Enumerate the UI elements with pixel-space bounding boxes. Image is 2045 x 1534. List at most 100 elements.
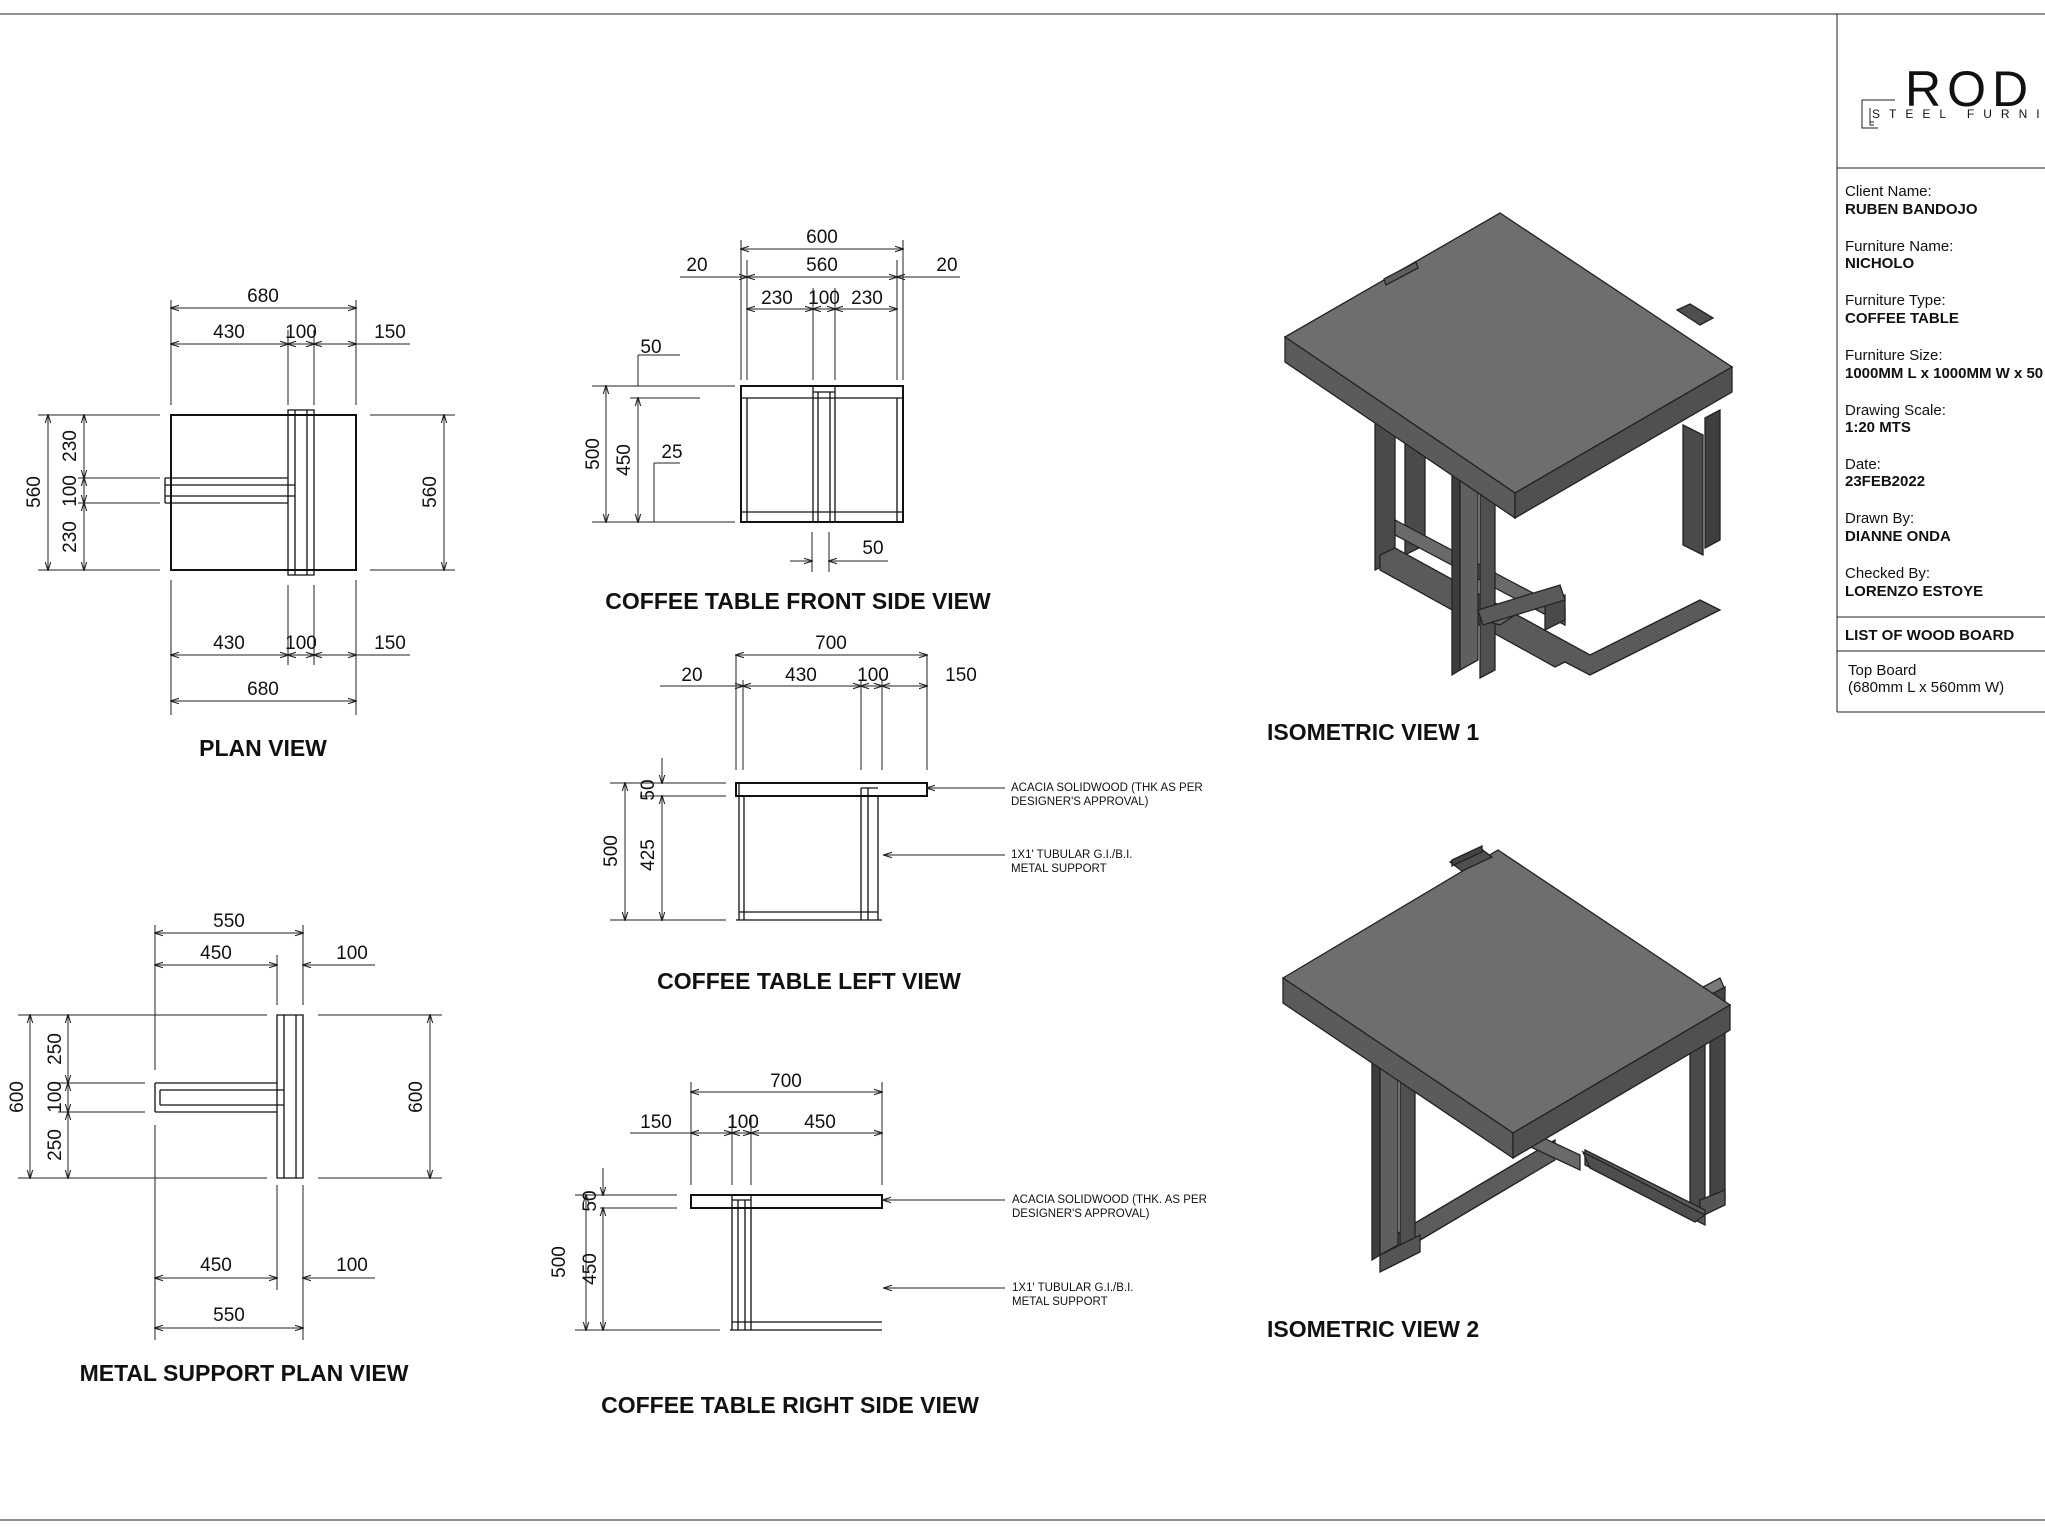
drawing-scale: 1:20 MTS — [1845, 419, 1911, 436]
metal-dim-height: 600 — [7, 1081, 28, 1113]
isometric-view-2 — [1281, 844, 1732, 1274]
right-dim-overall: 700 — [770, 1071, 802, 1092]
left-dim-c: 150 — [945, 665, 977, 686]
wood-board-item-name: Top Board — [1848, 662, 1916, 679]
metal-dim-a: 450 — [200, 943, 232, 964]
right-dim-c: 450 — [804, 1112, 836, 1133]
checked-by-label: Checked By: — [1845, 565, 1930, 582]
left-frame — [736, 783, 882, 921]
right-side-view: 700 150 100 450 50 500 450 ACACIA SOLIDW… — [549, 1071, 1207, 1418]
iso1-tabletop-side — [1514, 365, 1733, 520]
left-note-wood-2: DESIGNER'S APPROVAL) — [1011, 796, 1149, 808]
metal-dim-b-bottom: 100 — [336, 1255, 368, 1276]
metal-arm — [154, 1082, 284, 1113]
front-dim-c: 230 — [851, 288, 883, 309]
left-dim-leg: 425 — [638, 839, 659, 871]
left-dim-top: 50 — [638, 779, 659, 800]
right-dim-leg: 450 — [580, 1253, 601, 1285]
furniture-size: 1000MM L x 1000MM W x 50 — [1845, 365, 2043, 382]
metal-dim-s3: 250 — [45, 1129, 66, 1161]
left-dim-overall: 700 — [815, 633, 847, 654]
metal-crossbar — [276, 1014, 304, 1179]
metal-dim-overall: 550 — [213, 911, 245, 932]
plan-top-board — [170, 414, 357, 571]
front-dim-leg: 450 — [614, 444, 635, 476]
title-block: ROD STEEL FURNITU Client Name: RUBEN BAN… — [1836, 14, 2045, 713]
plan-dim-depth: 560 — [24, 476, 45, 508]
left-dim-edge: 20 — [681, 665, 702, 686]
front-view-title: COFFEE TABLE FRONT SIDE VIEW — [605, 588, 991, 614]
right-frame — [730, 1195, 882, 1331]
front-dim-b: 100 — [808, 288, 840, 309]
front-dim-a: 230 — [761, 288, 793, 309]
front-dim-inset: 25 — [661, 442, 682, 463]
plan-leg-crossbar — [287, 409, 315, 576]
plan-leg-arm — [164, 477, 288, 504]
metal-dim-s2: 100 — [45, 1081, 66, 1113]
right-dim-height: 500 — [549, 1246, 570, 1278]
front-dim-edge-left: 20 — [686, 255, 707, 276]
client-label: Client Name: — [1845, 183, 1932, 200]
plan-dim-overall: 680 — [247, 286, 279, 307]
right-dim-a: 150 — [640, 1112, 672, 1133]
furniture-type-label: Furniture Type: — [1845, 292, 1946, 309]
right-note-wood-1: ACACIA SOLIDWOOD (THK. AS PER — [1012, 1194, 1207, 1206]
plan-leg-inner — [165, 410, 308, 575]
drawn-by: DIANNE ONDA — [1845, 528, 1951, 545]
plan-dim-overall-bottom: 680 — [247, 679, 279, 700]
plan-dim-b: 100 — [285, 322, 317, 343]
right-top-board — [690, 1194, 883, 1209]
right-note-wood-2: DESIGNER'S APPROVAL) — [1012, 1208, 1150, 1220]
drawing-scale-label: Drawing Scale: — [1845, 402, 1946, 419]
front-dim-overall: 600 — [806, 227, 838, 248]
drawn-by-label: Drawn By: — [1845, 510, 1914, 527]
plan-dim-b-bottom: 100 — [285, 633, 317, 654]
date-value: 23FEB2022 — [1845, 473, 1925, 490]
plan-dim-c-bottom: 150 — [374, 633, 406, 654]
plan-dim-s2: 100 — [60, 475, 81, 507]
metal-dim-b: 100 — [336, 943, 368, 964]
front-top-board-edge — [741, 397, 903, 513]
date-label: Date: — [1845, 456, 1881, 473]
metal-dim-overall-bottom: 550 — [213, 1305, 245, 1326]
metal-view-title: METAL SUPPORT PLAN VIEW — [80, 1360, 409, 1386]
furniture-name: NICHOLO — [1845, 255, 1914, 272]
furniture-size-label: Furniture Size: — [1845, 347, 1943, 364]
iso2-tabletop-side — [1512, 1003, 1731, 1160]
front-side-view: 600 560 20 20 230 100 230 50 500 450 25 … — [583, 227, 991, 614]
front-dim-height: 500 — [583, 438, 604, 470]
front-outline — [740, 385, 904, 523]
metal-dim-s1: 250 — [45, 1033, 66, 1065]
front-dim-top: 50 — [640, 337, 661, 358]
plan-dim-s1: 230 — [60, 430, 81, 462]
plan-dim-c: 150 — [374, 322, 406, 343]
iso1-title: ISOMETRIC VIEW 1 — [1267, 719, 1479, 745]
right-dim-top: 50 — [580, 1190, 601, 1211]
iso1-front-leg — [1451, 453, 1461, 677]
plan-dim-a: 430 — [213, 322, 245, 343]
iso2-title: ISOMETRIC VIEW 2 — [1267, 1316, 1479, 1342]
left-note-wood-1: ACACIA SOLIDWOOD (THK AS PER — [1011, 782, 1203, 794]
plan-dim-depth-right: 560 — [420, 476, 441, 508]
left-dim-a: 430 — [785, 665, 817, 686]
furniture-type: COFFEE TABLE — [1845, 310, 1959, 327]
metal-crossbar-inner — [283, 1015, 297, 1178]
iso1-back-leg-right — [1682, 423, 1704, 557]
logo-subtext: STEEL FURNITU — [1872, 107, 2045, 121]
metal-support-plan-view: 550 450 100 600 250 100 250 600 450 100 … — [7, 911, 442, 1386]
right-dim-b: 100 — [727, 1112, 759, 1133]
left-dim-b: 100 — [857, 665, 889, 686]
checked-by: LORENZO ESTOYE — [1845, 583, 1983, 600]
right-note-metal-2: METAL SUPPORT — [1012, 1296, 1108, 1308]
iso2-tabletop-top — [1281, 849, 1732, 1134]
client-name: RUBEN BANDOJO — [1845, 201, 1978, 218]
logo-text: ROD — [1905, 61, 2034, 117]
iso1-tabletop-top — [1283, 212, 1734, 494]
metal-dim-height-right: 600 — [406, 1081, 427, 1113]
plan-view-title: PLAN VIEW — [199, 735, 327, 761]
plan-dim-s3: 230 — [60, 521, 81, 553]
right-note-metal-1: 1X1' TUBULAR G.I./B.I. — [1012, 1282, 1134, 1294]
front-dim-inner: 560 — [806, 255, 838, 276]
furniture-name-label: Furniture Name: — [1845, 238, 1953, 255]
